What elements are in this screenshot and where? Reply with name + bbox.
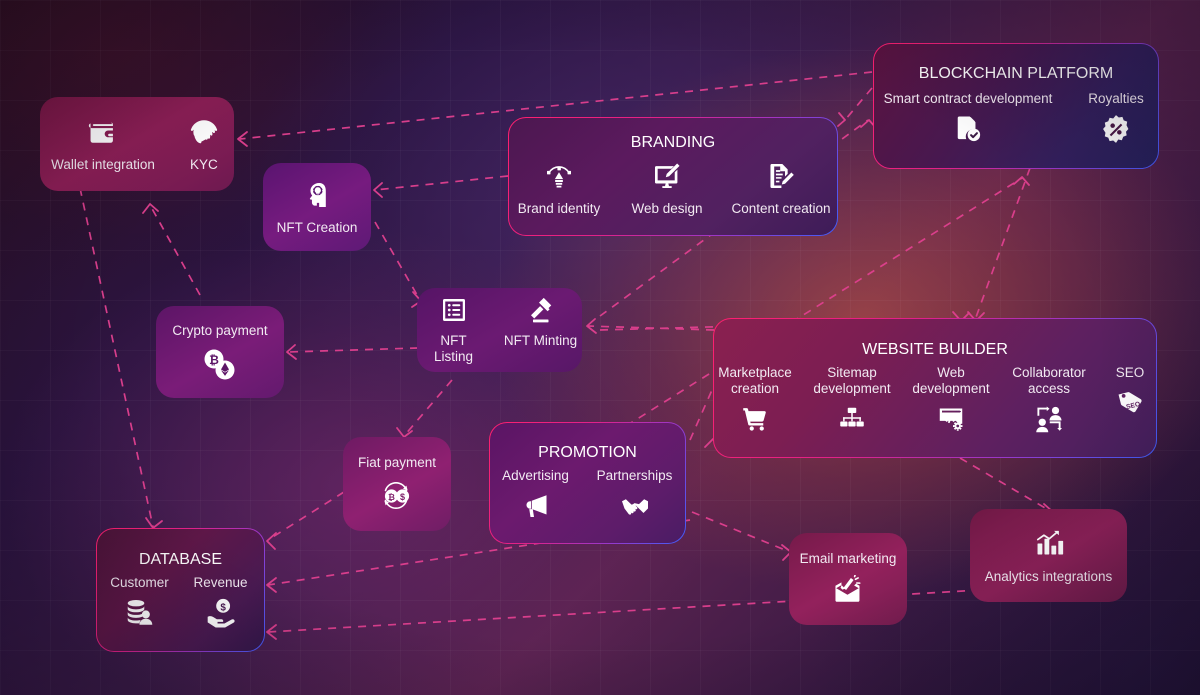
node-label: NFT Creation: [276, 219, 358, 235]
bar-chart-growth-icon: [1030, 527, 1068, 559]
item-advertising[interactable]: Advertising: [493, 468, 579, 522]
node-label: Analytics integrations: [984, 568, 1113, 584]
node-nft-listing-minting[interactable]: NFT Listing NFT Minting: [417, 288, 582, 372]
node-title: BLOCKCHAIN PLATFORM: [918, 64, 1114, 82]
svg-text:$: $: [220, 603, 226, 614]
node-promotion[interactable]: PROMOTION Advertising Partnerships: [489, 422, 686, 544]
shopping-cart-icon: [739, 404, 771, 434]
contract-check-icon: [952, 113, 984, 145]
item-kyc[interactable]: KYC: [185, 115, 223, 173]
item-nft-minting[interactable]: NFT Minting: [502, 295, 580, 349]
svg-text:₿: ₿: [388, 492, 395, 502]
bitcoin-dollar-exchange-icon: ₿ $: [374, 479, 420, 513]
node-database[interactable]: DATABASE Customer: [96, 528, 265, 652]
item-label: Partnerships: [596, 467, 673, 483]
node-website-builder[interactable]: WEBSITE BUILDER Marketplace creation Sit…: [713, 318, 1157, 458]
hand-dollar-icon: $: [203, 596, 239, 628]
item-label: Advertising: [502, 467, 569, 483]
node-title: DATABASE: [139, 550, 222, 568]
sitemap-icon: [836, 404, 868, 434]
node-title: PROMOTION: [538, 443, 637, 461]
code-window-gear-icon: [935, 404, 967, 434]
item-marketplace-creation[interactable]: Marketplace creation: [711, 365, 799, 434]
gavel-icon: [525, 295, 557, 325]
pen-tool-icon: [542, 160, 576, 192]
item-content-creation[interactable]: Content creation: [727, 160, 835, 217]
item-label: Brand identity: [517, 201, 601, 217]
item-label: Collaborator access: [1012, 365, 1086, 396]
item-customer[interactable]: Customer: [105, 575, 175, 629]
fingerprint-icon: [185, 115, 223, 149]
node-wallet-kyc[interactable]: Wallet integration KYC: [40, 97, 234, 191]
item-label: Revenue: [193, 574, 248, 590]
users-exchange-icon: [1033, 404, 1065, 434]
item-smart-contract-development[interactable]: Smart contract development: [877, 91, 1059, 146]
node-label: Email marketing: [799, 551, 897, 567]
monitor-pencil-icon: [650, 160, 684, 192]
item-label: Web design: [631, 201, 703, 217]
item-label: Marketplace creation: [718, 365, 792, 396]
item-label: NFT Listing: [433, 333, 474, 364]
svg-text:$: $: [400, 492, 405, 502]
item-royalties[interactable]: Royalties: [1077, 91, 1155, 146]
item-label: NFT Minting: [503, 333, 578, 349]
item-label: SEO: [1115, 365, 1145, 381]
node-email-marketing[interactable]: Email marketing: [789, 533, 907, 625]
wallet-icon: [83, 115, 123, 149]
node-label: Crypto payment: [172, 323, 268, 339]
envelope-megaphone-icon: [828, 574, 868, 607]
item-label: Royalties: [1088, 90, 1144, 106]
node-crypto-payment[interactable]: Crypto payment ₿: [156, 306, 284, 398]
item-label: Smart contract development: [883, 90, 1053, 106]
handshake-icon: [616, 491, 654, 521]
item-label: Wallet integration: [51, 157, 155, 173]
item-partnerships[interactable]: Partnerships: [587, 468, 683, 522]
item-label: KYC: [190, 157, 218, 173]
item-web-development[interactable]: Web development: [905, 365, 997, 434]
node-label: Fiat payment: [357, 454, 437, 470]
item-revenue[interactable]: Revenue $: [185, 575, 257, 629]
node-fiat-payment[interactable]: Fiat payment ₿ $: [343, 437, 451, 531]
database-user-icon: [122, 596, 158, 628]
node-blockchain-platform[interactable]: BLOCKCHAIN PLATFORM Smart contract devel…: [873, 43, 1159, 169]
node-title: BRANDING: [630, 134, 716, 152]
node-branding[interactable]: BRANDING Brand identity: [508, 117, 838, 236]
item-label: Content creation: [731, 201, 831, 217]
item-nft-listing[interactable]: NFT Listing: [420, 295, 488, 365]
item-web-design[interactable]: Web design: [619, 160, 715, 217]
percent-badge-icon: [1100, 113, 1132, 145]
head-lightbulb-icon: [299, 179, 335, 211]
item-brand-identity[interactable]: Brand identity: [511, 160, 607, 217]
seo-tag-icon: SEO: [1113, 388, 1147, 418]
list-icon: [438, 295, 470, 325]
bitcoin-ethereum-coins-icon: ₿: [197, 347, 243, 381]
item-wallet-integration[interactable]: Wallet integration: [51, 115, 155, 173]
item-label: Sitemap development: [813, 365, 891, 396]
node-analytics-integrations[interactable]: Analytics integrations: [970, 509, 1127, 602]
item-collaborator-access[interactable]: Collaborator access: [1003, 365, 1095, 434]
item-label: Web development: [912, 365, 990, 396]
document-pencil-icon: [764, 160, 798, 192]
node-nft-creation[interactable]: NFT Creation: [263, 163, 371, 251]
item-label: Customer: [110, 574, 169, 590]
item-sitemap-development[interactable]: Sitemap development: [805, 365, 899, 434]
node-title: WEBSITE BUILDER: [862, 341, 1008, 359]
megaphone-icon: [518, 491, 554, 521]
item-seo[interactable]: SEO SEO: [1101, 365, 1159, 418]
